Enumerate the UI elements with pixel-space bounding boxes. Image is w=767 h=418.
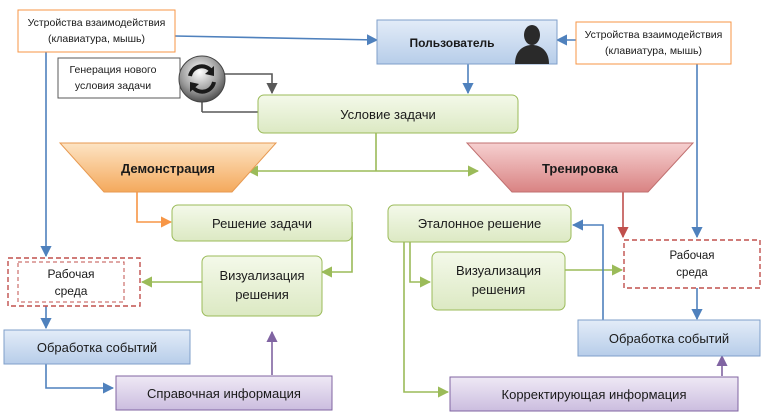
arrow-demo-to-solution <box>136 190 173 228</box>
help-info-label: Справочная информация <box>147 386 301 401</box>
task-condition-box: Условие задачи <box>257 94 519 134</box>
input-devices-right-line1: Устройства взаимодействия <box>585 29 723 41</box>
user-box: Пользователь <box>376 19 558 65</box>
workspace-left-line2: среда <box>55 284 88 298</box>
correction-info-label: Корректирующая информация <box>502 387 687 402</box>
user-label: Пользователь <box>409 36 494 50</box>
arrow-events-to-help <box>45 364 115 394</box>
visualization-right-box: Визуализация решения <box>431 251 566 311</box>
task-condition-label: Условие задачи <box>340 107 436 122</box>
arrow-input-left-to-user <box>174 34 379 46</box>
correction-info-box: Корректирующая информация <box>449 376 739 412</box>
user-silhouette-icon <box>515 25 549 64</box>
input-devices-left-line2: (клавиатура, мышь) <box>48 33 145 45</box>
workspace-right-line2: среда <box>676 267 708 279</box>
workspace-right-line1: Рабочая <box>669 250 714 262</box>
events-right-box: Обработка событий <box>577 319 761 357</box>
arrow-reference-to-visualization <box>409 242 432 288</box>
input-devices-left: Устройства взаимодействия (клавиатура, м… <box>17 9 176 53</box>
help-info-box: Справочная информация <box>115 375 333 411</box>
solution-box: Решение задачи <box>171 204 353 242</box>
workspace-right-box: Рабочая среда <box>623 239 761 289</box>
arrow-solution-to-visualization <box>320 222 353 278</box>
generator-line1: Генерация нового <box>70 64 157 76</box>
arrow-events-to-reference <box>571 219 604 323</box>
workspace-left-line1: Рабочая <box>48 267 95 281</box>
events-right-label: Обработка событий <box>609 331 729 346</box>
input-devices-right: Устройства взаимодействия (клавиатура, м… <box>575 21 732 65</box>
arrow-reference-to-correction <box>403 242 450 398</box>
refresh-icon <box>178 55 226 103</box>
visualization-left-line2: решения <box>235 287 289 302</box>
solution-label: Решение задачи <box>212 216 312 231</box>
generator-box: Генерация нового условия задачи <box>57 57 181 99</box>
input-devices-left-line1: Устройства взаимодействия <box>28 17 166 29</box>
training-label: Тренировка <box>542 161 619 176</box>
events-left-box: Обработка событий <box>3 329 191 365</box>
input-devices-right-line2: (клавиатура, мышь) <box>605 45 702 57</box>
generator-line2: условия задачи <box>75 80 151 92</box>
training-stage: Тренировка <box>465 142 695 193</box>
workspace-left-box: Рабочая среда <box>7 257 141 307</box>
demo-label: Демонстрация <box>121 161 215 176</box>
events-left-label: Обработка событий <box>37 340 157 355</box>
visualization-left-line1: Визуализация <box>219 268 304 283</box>
demo-stage: Демонстрация <box>58 142 278 193</box>
visualization-left-box: Визуализация решения <box>201 255 323 317</box>
reference-solution-box: Эталонное решение <box>387 204 572 243</box>
visualization-right-line1: Визуализация <box>456 263 541 278</box>
reference-solution-label: Эталонное решение <box>418 216 542 231</box>
visualization-right-line2: решения <box>472 282 526 297</box>
